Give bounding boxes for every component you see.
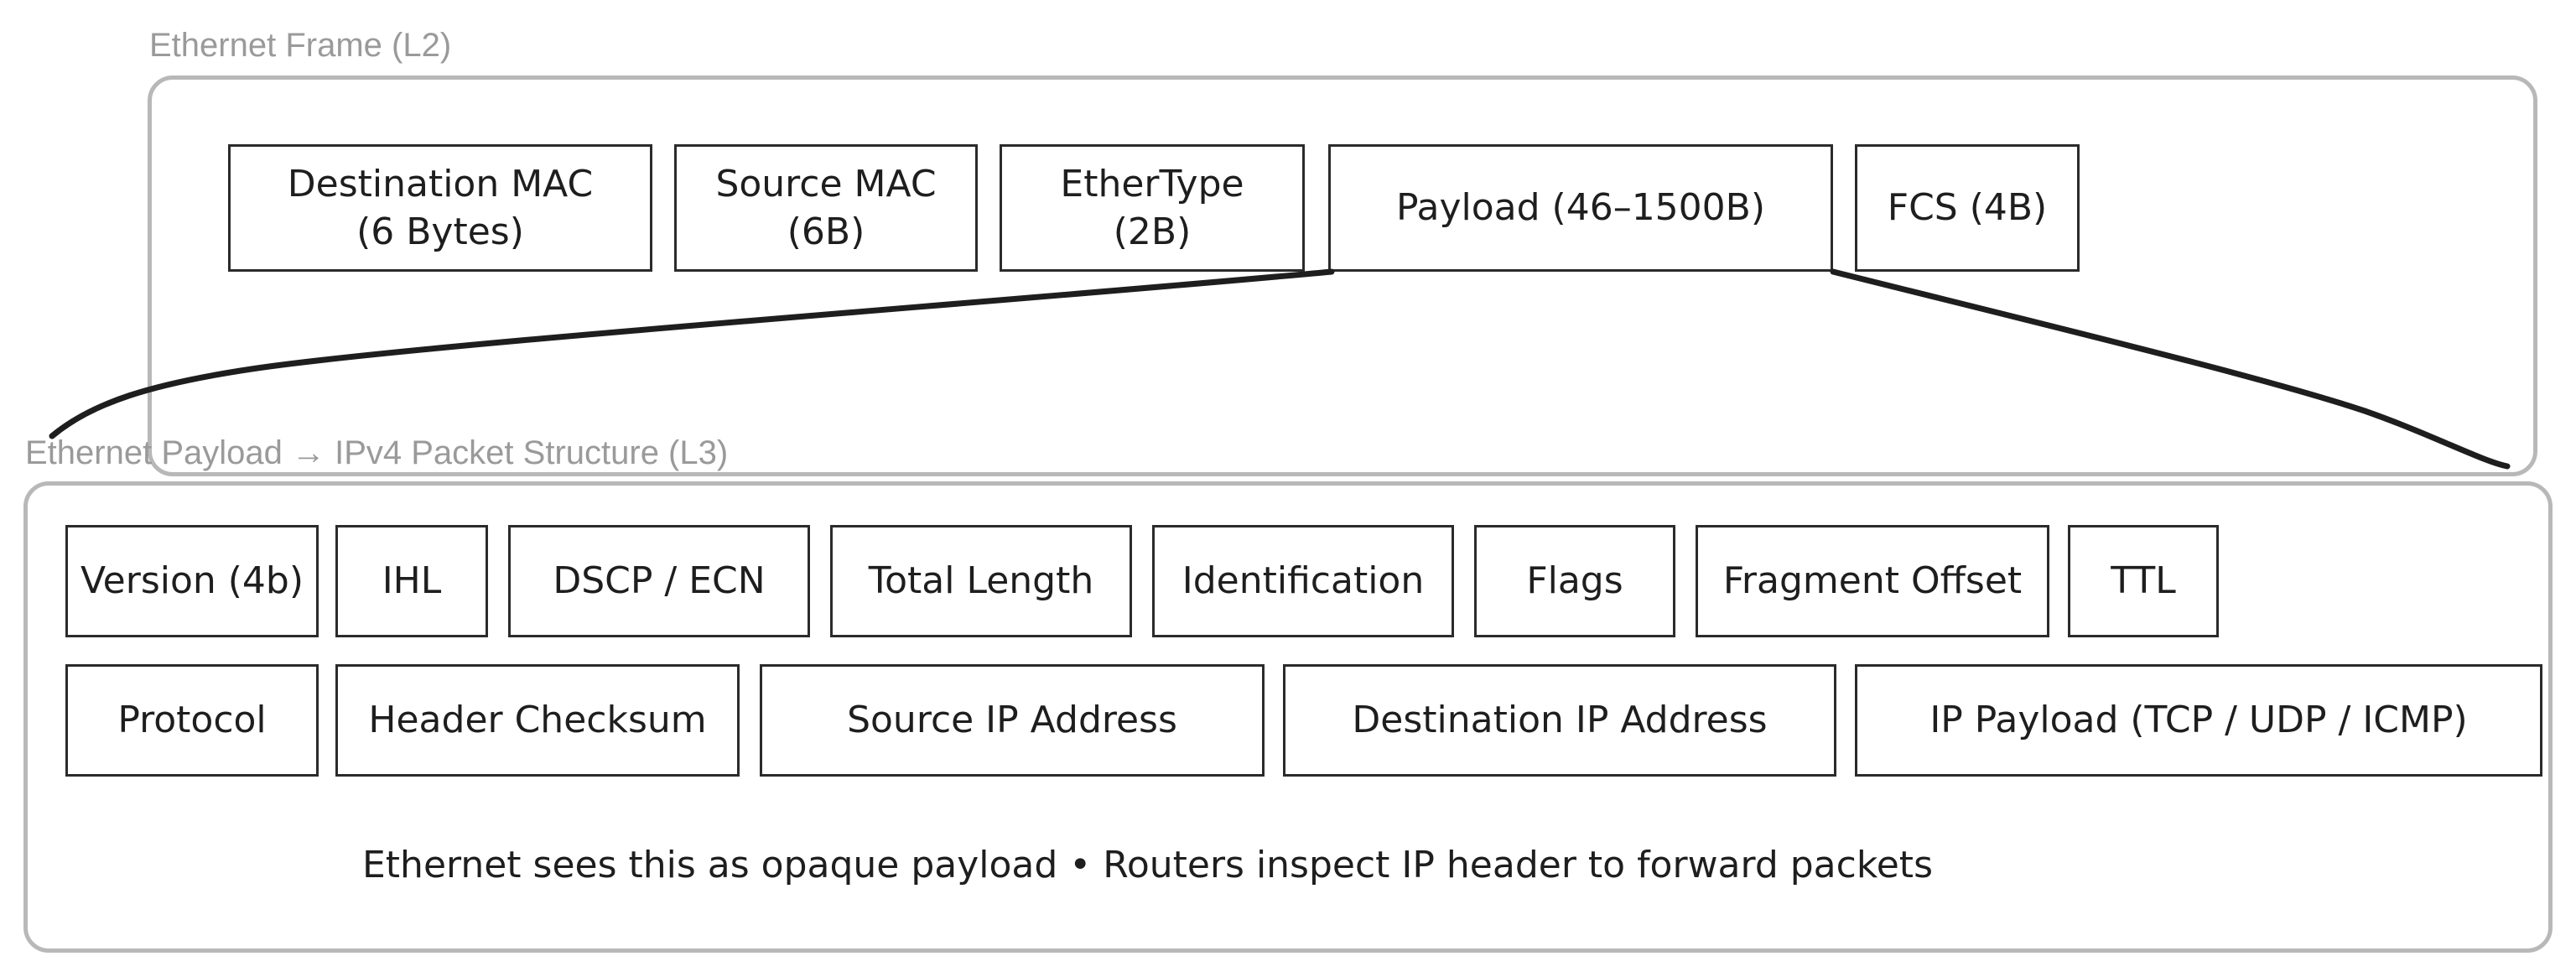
field-destination-ip: Destination IP Address: [1283, 664, 1836, 777]
field-ihl: IHL: [335, 525, 488, 637]
field-protocol: Protocol: [65, 664, 319, 777]
field-source-ip: Source IP Address: [760, 664, 1265, 777]
field-payload: Payload (46–1500B): [1328, 144, 1833, 272]
field-flags: Flags: [1474, 525, 1675, 637]
field-header-checksum: Header Checksum: [335, 664, 740, 777]
field-ethertype: EtherType (2B): [1000, 144, 1305, 272]
field-ttl: TTL: [2068, 525, 2219, 637]
field-ip-payload: IP Payload (TCP / UDP / ICMP): [1855, 664, 2542, 777]
ipv4-note: Ethernet sees this as opaque payload • R…: [362, 844, 1933, 886]
field-identification: Identification: [1152, 525, 1454, 637]
field-fragment-offset: Fragment Offset: [1696, 525, 2049, 637]
ethernet-frame-container: [148, 75, 2537, 476]
ipv4-packet-label: Ethernet Payload → IPv4 Packet Structure…: [25, 434, 729, 471]
field-version: Version (4b): [65, 525, 319, 637]
ethernet-frame-label: Ethernet Frame (L2): [149, 27, 452, 64]
field-destination-mac: Destination MAC (6 Bytes): [228, 144, 652, 272]
field-source-mac: Source MAC (6B): [674, 144, 978, 272]
field-fcs: FCS (4B): [1855, 144, 2080, 272]
field-total-length: Total Length: [830, 525, 1132, 637]
field-dscp-ecn: DSCP / ECN: [508, 525, 810, 637]
ipv4-packet-container: [23, 481, 2553, 953]
